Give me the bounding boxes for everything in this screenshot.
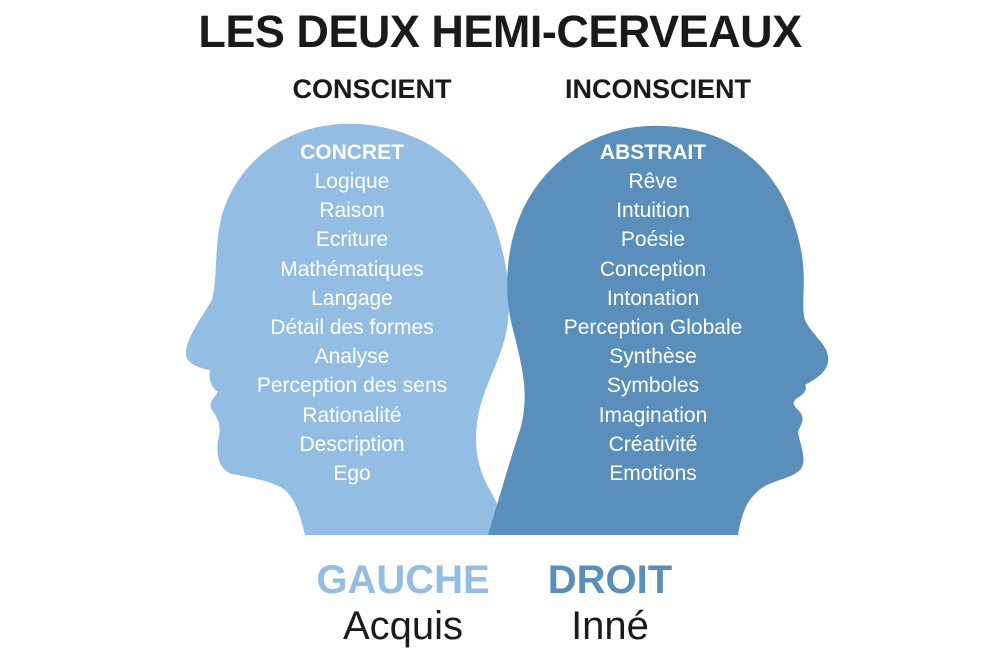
list-item: Imagination xyxy=(598,403,708,427)
list-item: Langage xyxy=(311,286,393,310)
right-head-silhouette xyxy=(488,125,829,535)
list-item: Analyse xyxy=(314,345,390,369)
list-item: Perception Globale xyxy=(563,315,743,339)
diagram-title: LES DEUX HEMI-CERVEAUX xyxy=(198,6,802,57)
list-item: Logique xyxy=(314,170,390,193)
list-item: Intuition xyxy=(616,199,690,223)
list-item: Intonation xyxy=(606,286,700,310)
left-origin-label: Acquis xyxy=(342,604,464,648)
left-head-silhouette xyxy=(185,123,511,535)
list-item: Raison xyxy=(319,199,385,223)
left-mode-label: CONSCIENT xyxy=(292,74,452,104)
list-item: Synthèse xyxy=(609,345,697,369)
left-hemisphere-list: CONCRET Logique Raison Ecriture Mathémat… xyxy=(202,138,502,488)
right-mode-label: INCONSCIENT xyxy=(564,74,751,104)
right-heading: ABSTRAIT xyxy=(599,141,707,164)
list-item: Symboles xyxy=(606,374,700,398)
list-item: Perception des sens xyxy=(256,374,448,398)
list-item: Créativité xyxy=(608,432,698,456)
list-item: Emotions xyxy=(609,461,697,485)
list-item: Poésie xyxy=(620,228,686,252)
right-side-label: DROIT xyxy=(547,558,673,602)
left-heading: CONCRET xyxy=(300,141,404,164)
list-item: Rationalité xyxy=(302,403,402,427)
right-origin-label: Inné xyxy=(571,604,649,648)
list-item: Ego xyxy=(333,461,371,485)
list-item: Rêve xyxy=(628,170,678,193)
list-item: Conception xyxy=(599,257,707,281)
list-item: Mathématiques xyxy=(280,257,424,281)
list-item: Ecriture xyxy=(315,228,389,252)
list-item: Description xyxy=(299,432,405,456)
list-item: Détail des formes xyxy=(270,315,434,339)
left-side-label: GAUCHE xyxy=(316,558,490,602)
right-hemisphere-list: ABSTRAIT Rêve Intuition Poésie Conceptio… xyxy=(503,138,803,488)
